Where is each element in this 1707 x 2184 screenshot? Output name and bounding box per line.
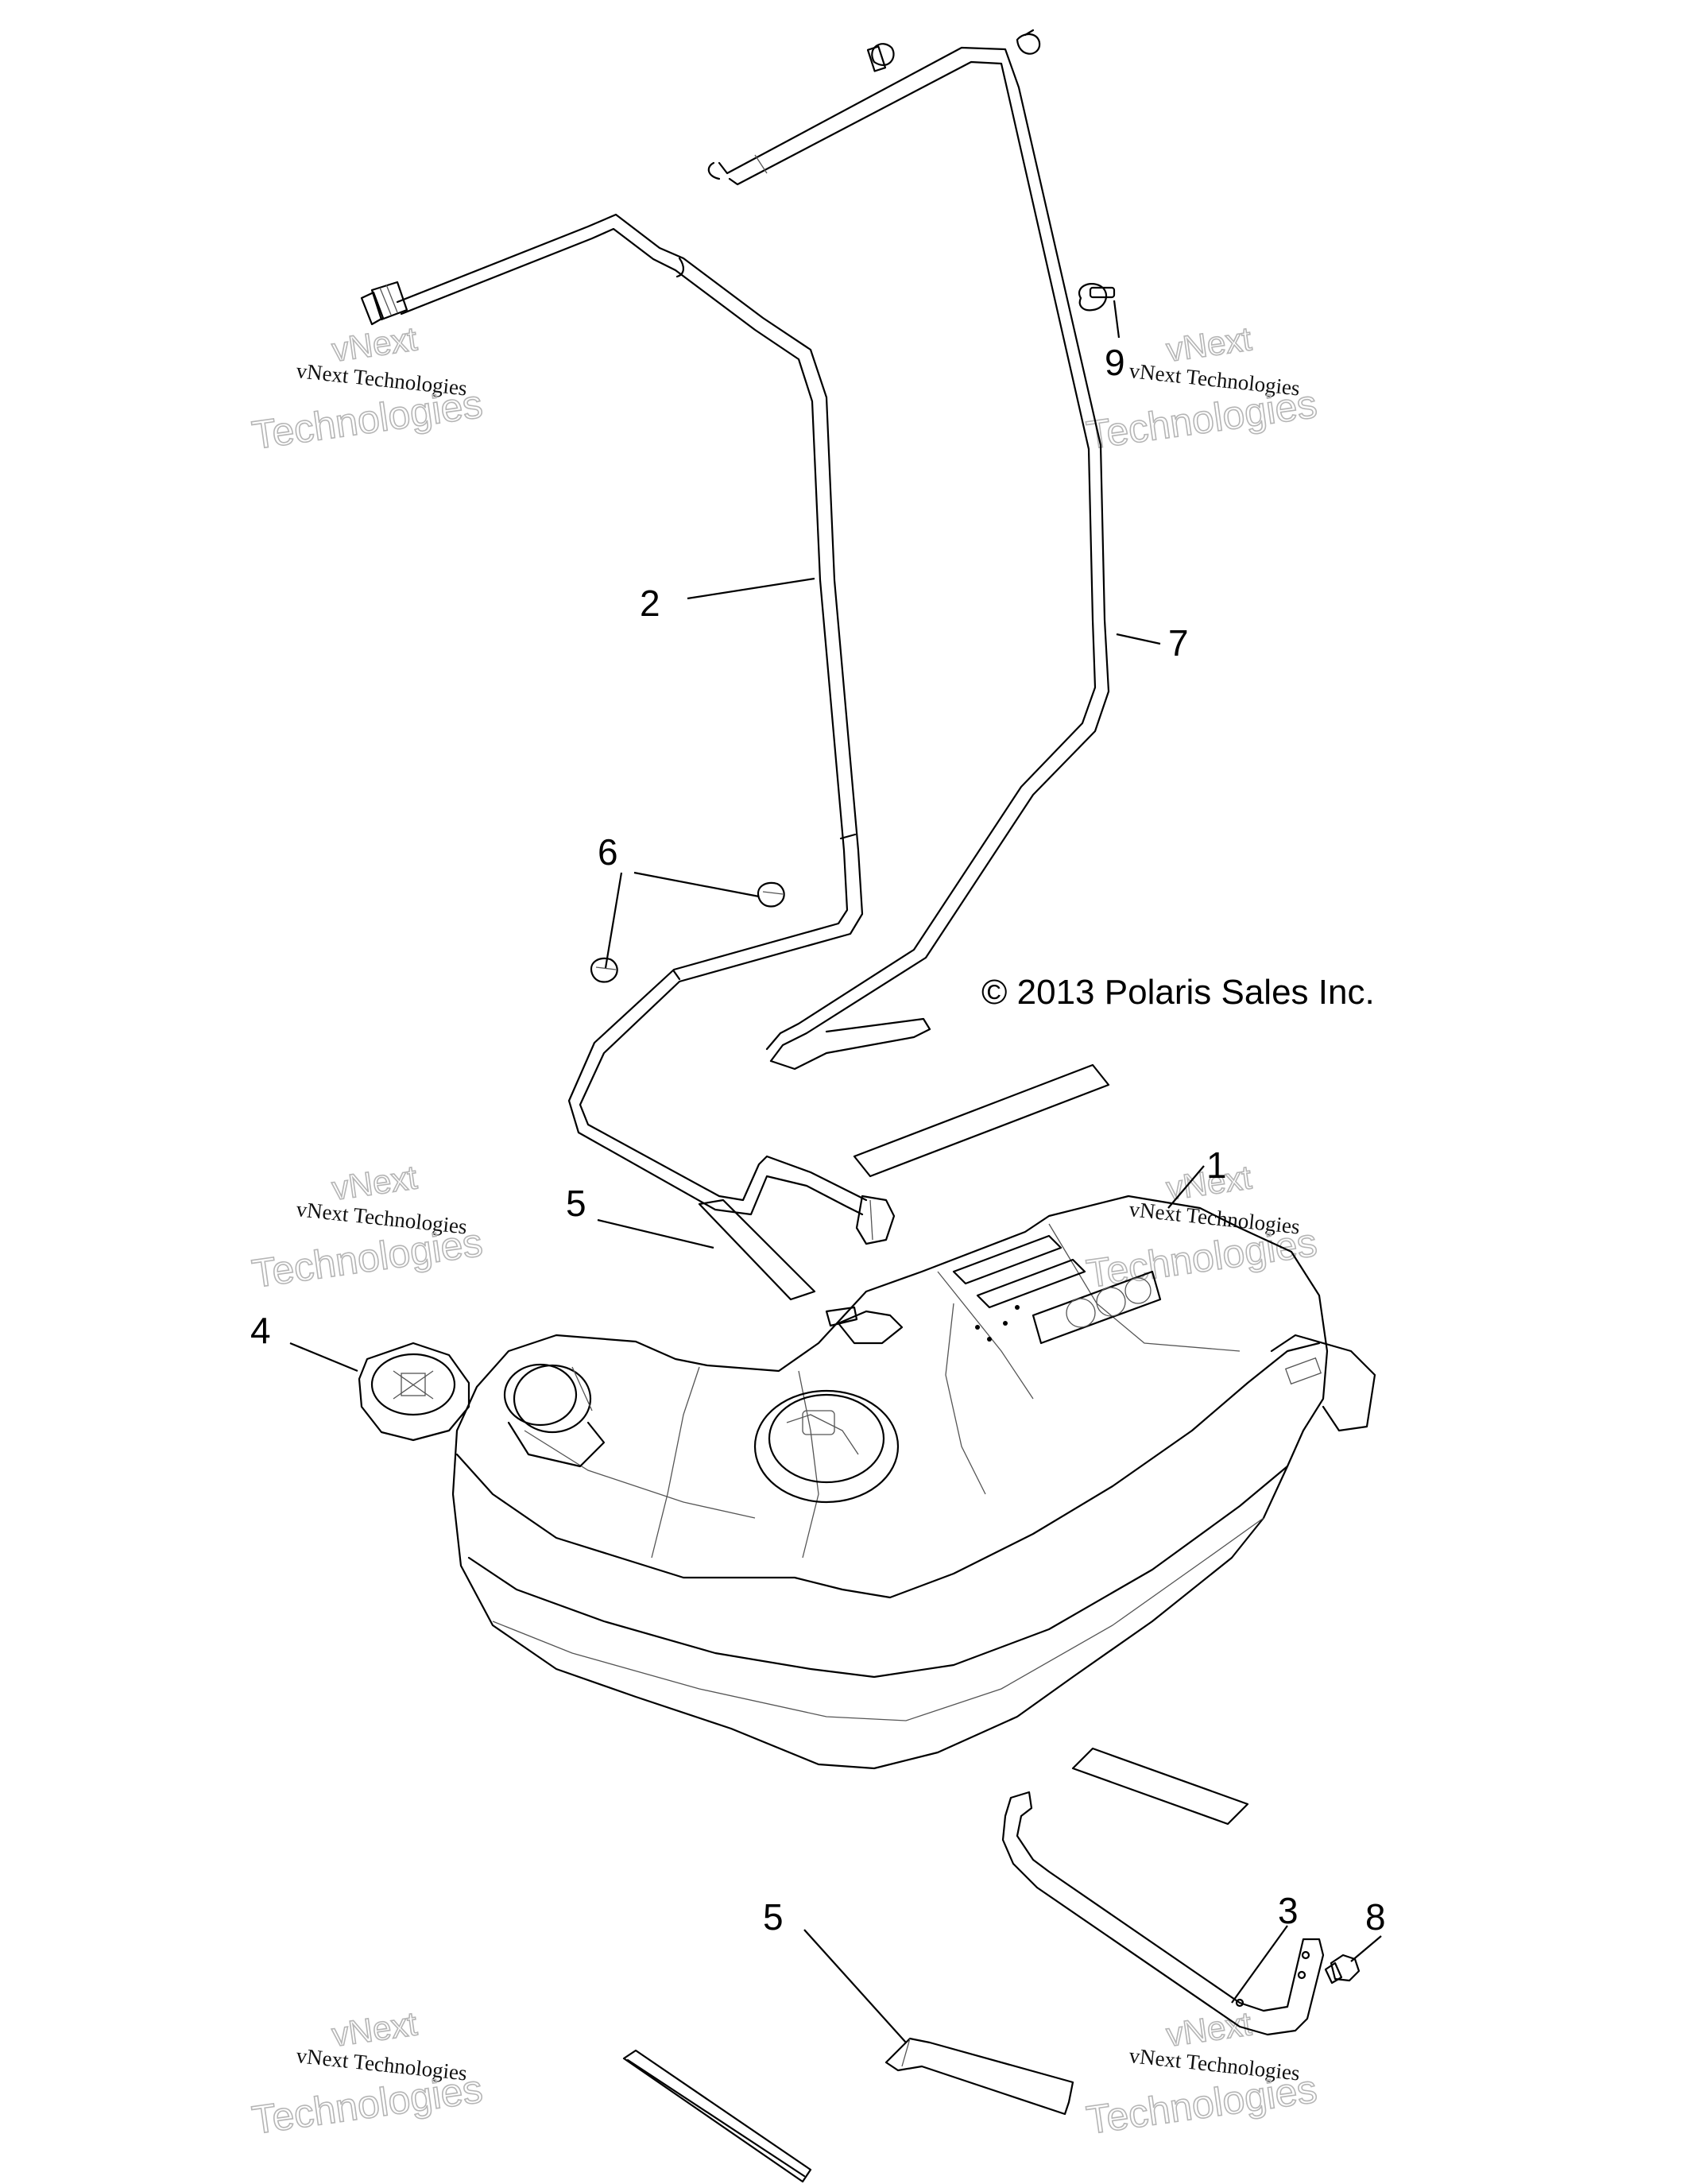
- leader-lines: [289, 300, 1382, 2043]
- callout-7: 7: [1168, 622, 1189, 664]
- pad-part-5-lower: [884, 2037, 1074, 2116]
- fuel-tank-part-1: [451, 1195, 1376, 1770]
- callout-5-upper: 5: [566, 1183, 586, 1224]
- elbow-fitting: [855, 1195, 896, 1245]
- clip-part-6-lower: [590, 957, 618, 983]
- callout-4: 4: [250, 1310, 271, 1351]
- tank-strap-part-3: [1001, 1791, 1325, 2036]
- copyright-notice: © 2013 Polaris Sales Inc.: [981, 973, 1375, 1012]
- callout-3: 3: [1278, 1890, 1299, 1931]
- bolt-part-8: [1324, 1954, 1361, 1985]
- callout-2: 2: [640, 583, 660, 624]
- quick-connector-left: [360, 281, 408, 326]
- callout-9: 9: [1105, 342, 1125, 383]
- pad-part-5-upper: [698, 1198, 816, 1301]
- clip-part-6-upper: [757, 881, 785, 908]
- pad-upper-right: [853, 1063, 1110, 1178]
- fuel-cap-part-4: [358, 1342, 470, 1442]
- callout-5-lower: 5: [763, 1896, 784, 1938]
- pad-strip-bottom: [622, 2049, 812, 2183]
- hose-clamp-upper-right: [1016, 29, 1041, 55]
- callout-6: 6: [598, 831, 618, 873]
- vent-hose-part-7: [707, 46, 1110, 1071]
- callout-1: 1: [1206, 1144, 1227, 1186]
- hose-clamp-top: [866, 43, 895, 72]
- callout-8: 8: [1365, 1896, 1386, 1938]
- fuel-hose-part-2: [396, 213, 868, 1216]
- hose-clamp-part-9: [1078, 283, 1116, 312]
- pad-bottom-right: [1071, 1747, 1249, 1826]
